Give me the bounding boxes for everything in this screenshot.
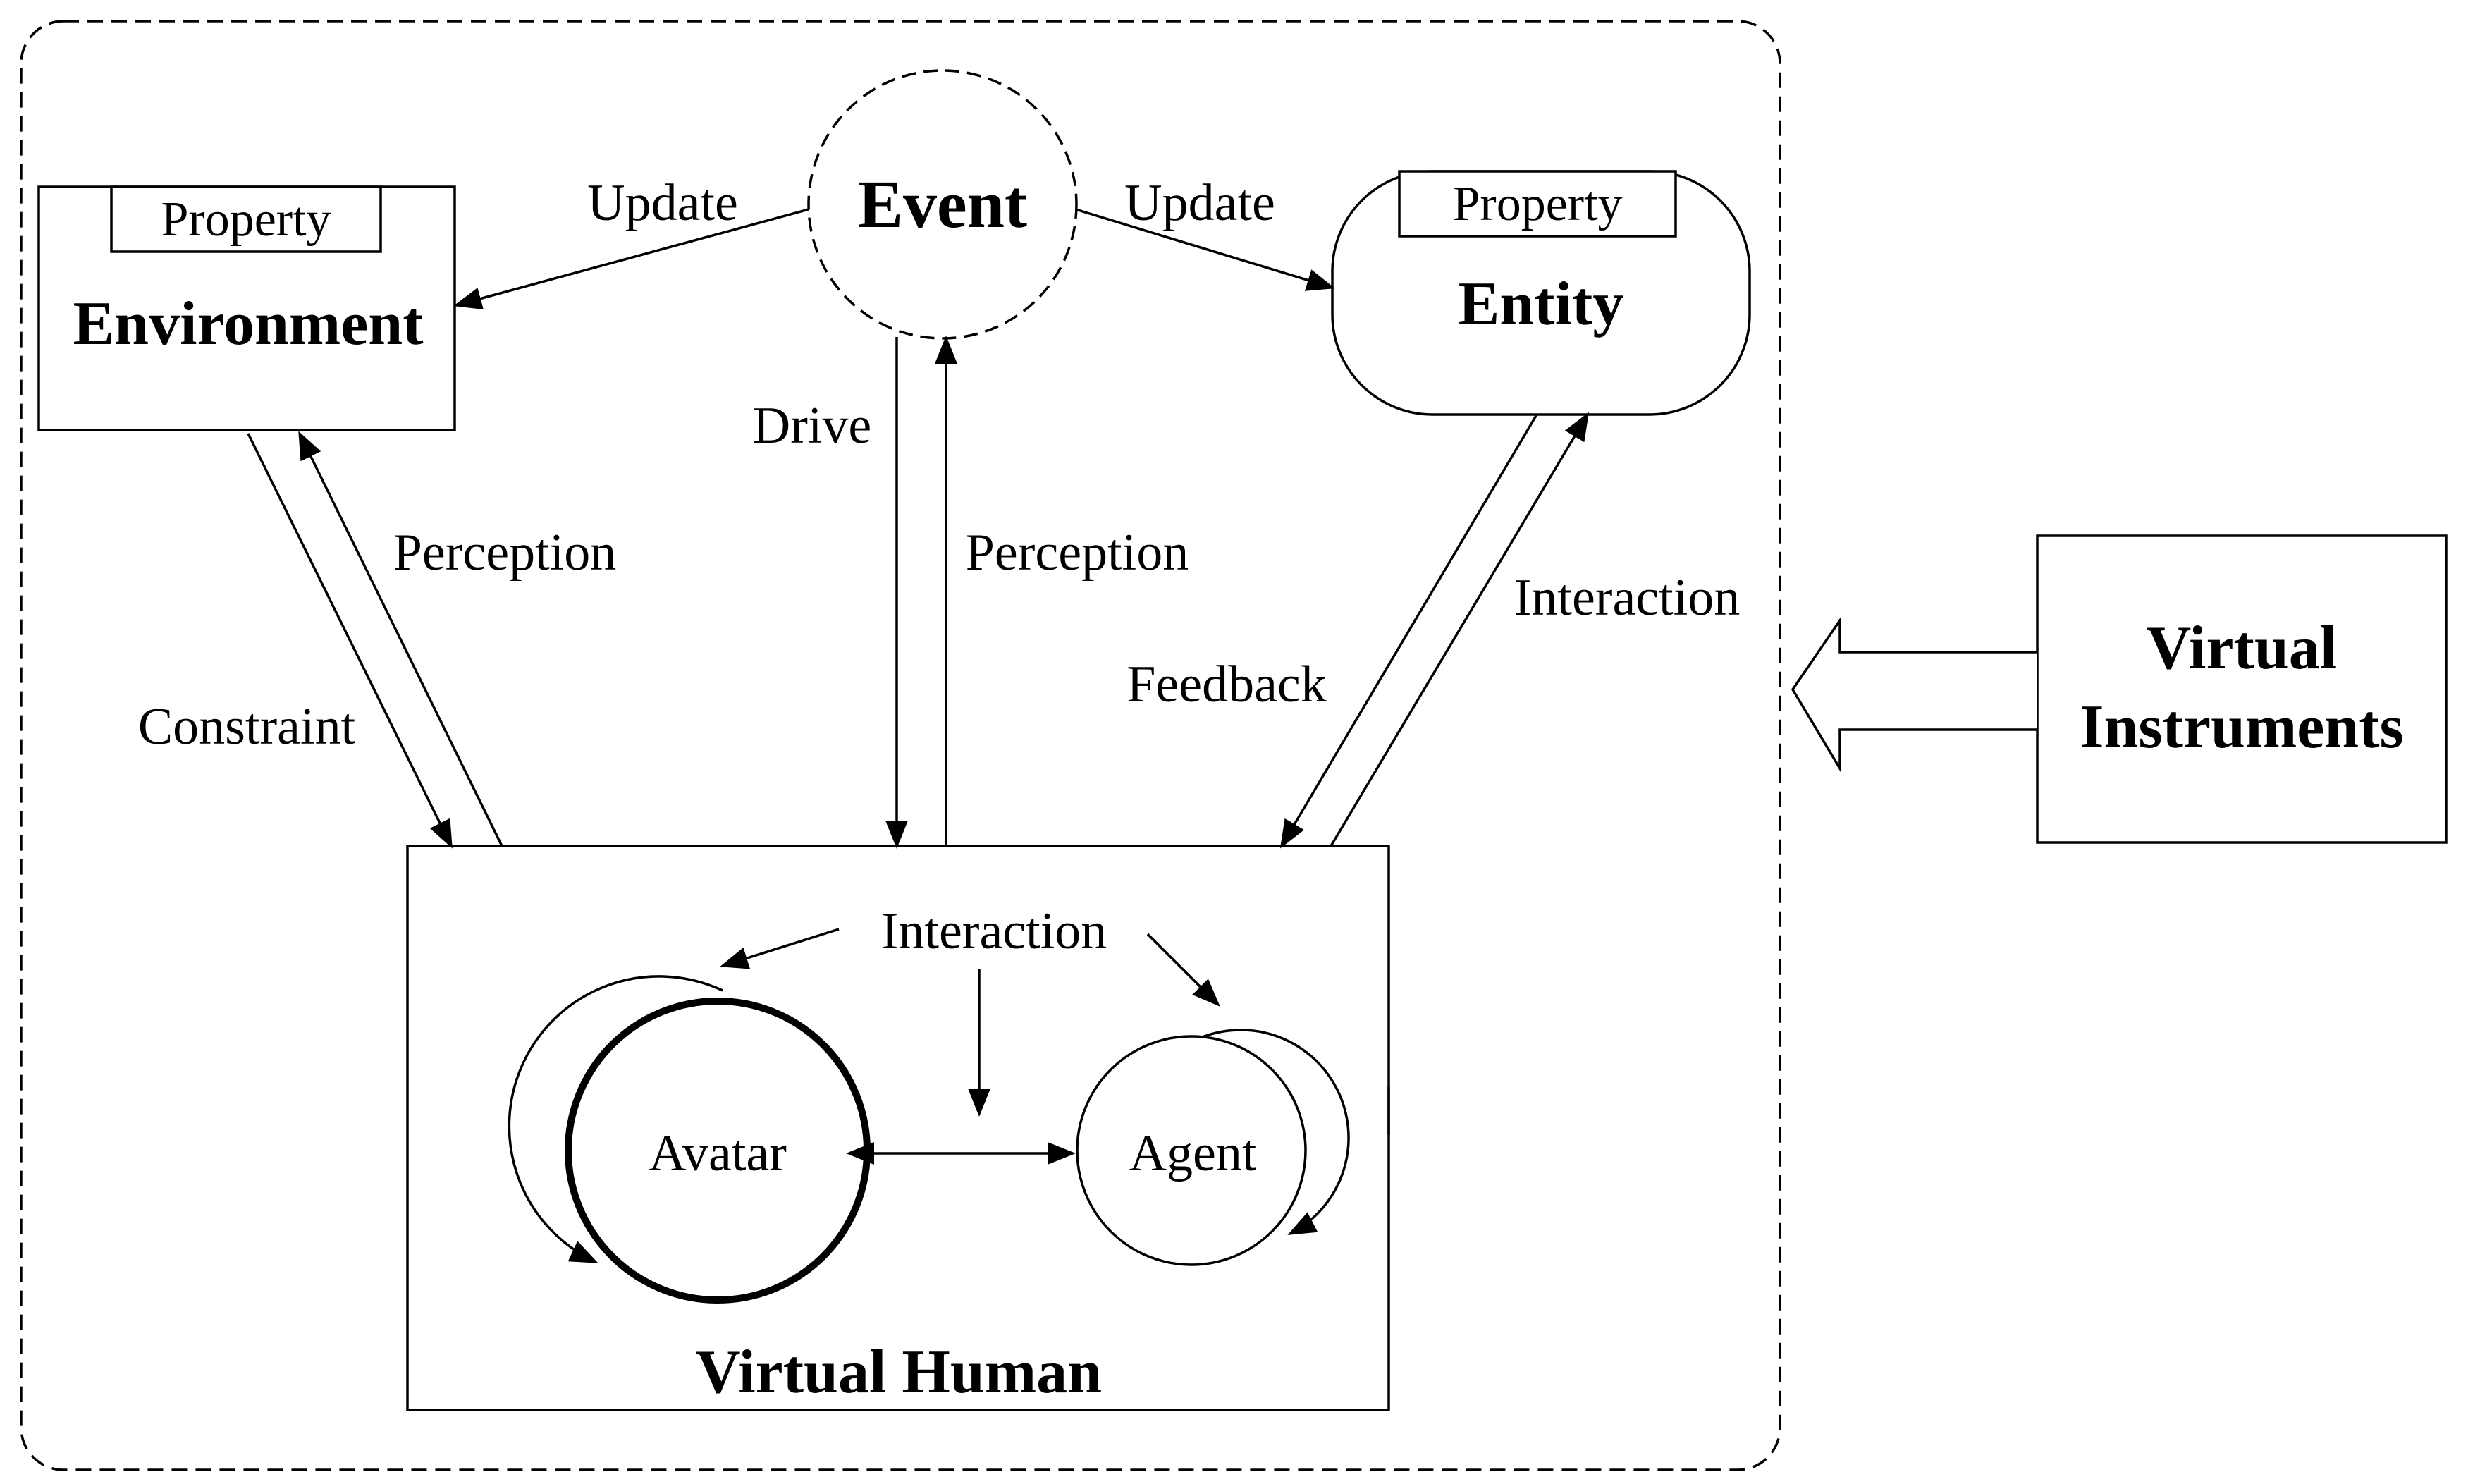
virtual-instruments-line1: Virtual — [2147, 614, 2338, 682]
environment-title: Environment — [73, 290, 423, 358]
entity-property-label: Property — [1452, 177, 1622, 231]
drive-label: Drive — [753, 397, 872, 455]
update-entity-arrow — [1075, 208, 1335, 291]
agent-circle — [1076, 1035, 1307, 1266]
interaction-to-agent-arrow — [1146, 933, 1220, 1007]
avatar-self-loop — [508, 975, 723, 1263]
agent-self-loop — [1191, 1029, 1350, 1235]
constraint-arrow — [247, 433, 453, 849]
virtual-instruments-node: Virtual Instruments — [2036, 534, 2448, 844]
constraint-label: Constraint — [138, 698, 356, 756]
agent-label: Agent — [1129, 1124, 1257, 1182]
update-right-label: Update — [1124, 174, 1275, 232]
perception-env-label: Perception — [393, 524, 616, 582]
feedback-arrow — [1279, 414, 1538, 849]
event-label: Event — [858, 166, 1027, 242]
virtual-human-title: Virtual Human — [696, 1338, 1102, 1406]
perception-env-arrow — [298, 431, 503, 847]
interaction-entity-label: Interaction — [1514, 569, 1741, 627]
feedback-label: Feedback — [1126, 656, 1327, 713]
entity-node: Property Entity — [1331, 170, 1751, 416]
entity-property-box — [1398, 170, 1677, 238]
perception-event-label: Perception — [966, 524, 1189, 582]
avatar-label: Avatar — [649, 1124, 787, 1182]
virtual-instruments-line2: Instruments — [2080, 693, 2404, 761]
system-boundary — [20, 20, 1781, 1471]
interaction-entity-arrow — [1330, 412, 1590, 847]
entity-title: Entity — [1459, 270, 1624, 338]
event-node: Event — [807, 69, 1078, 340]
interaction-inner-label: Interaction — [881, 902, 1107, 960]
interaction-to-avatar-arrow — [720, 928, 840, 969]
update-left-label: Update — [587, 174, 738, 232]
environment-property-box — [110, 185, 382, 253]
instruments-input-arrow — [1791, 616, 2037, 773]
environment-property-label: Property — [161, 192, 331, 247]
update-env-arrow — [453, 208, 809, 309]
environment-node: Property Environment — [37, 185, 456, 431]
